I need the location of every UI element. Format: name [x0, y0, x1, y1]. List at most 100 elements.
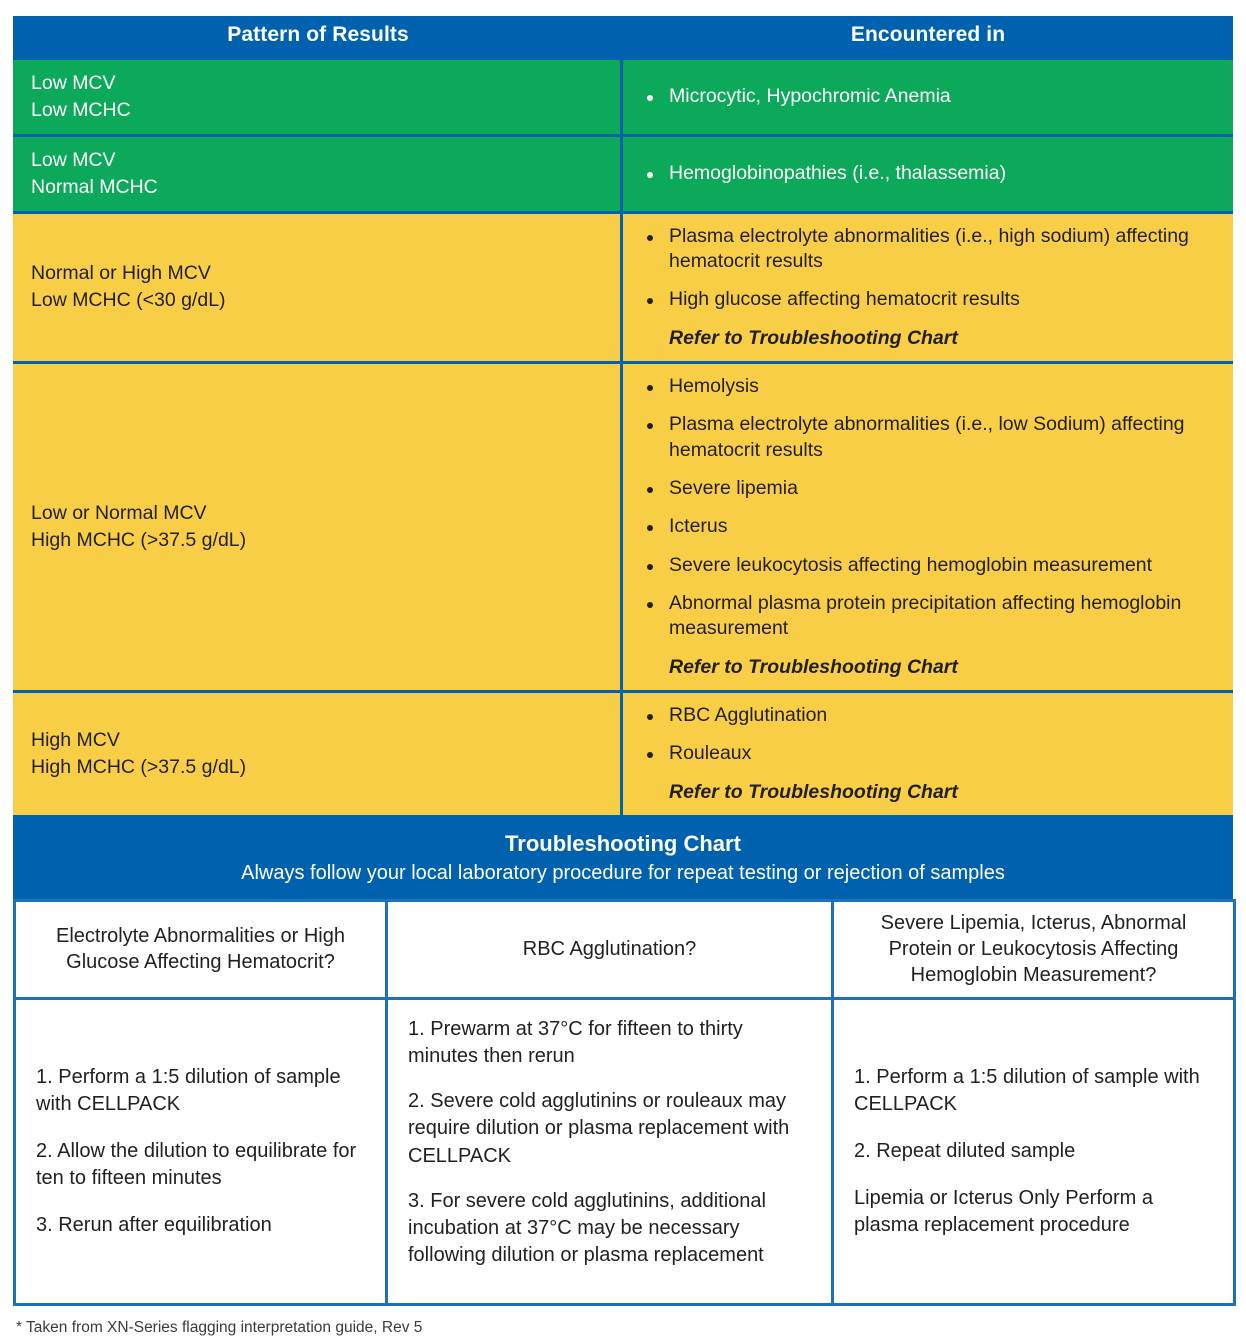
pattern-lines: Low or Normal MCV High MCHC (>37.5 g/dL)	[31, 500, 620, 554]
bullet-icon	[647, 601, 653, 608]
step-item: 1. Perform a 1:5 dilution of sample with…	[854, 1065, 1200, 1115]
step-list: 1. Perform a 1:5 dilution of sample with…	[36, 1064, 365, 1240]
pattern-cell: Normal or High MCV Low MCHC (<30 g/dL)	[13, 210, 623, 361]
refer-note: Refer to Troubleshooting Chart	[669, 780, 958, 803]
pattern-line: Low MCHC	[31, 98, 131, 121]
bullet-icon	[647, 384, 653, 391]
bullet-text: Abnormal plasma protein precipitation af…	[669, 592, 1182, 640]
table-row: 1. Perform a 1:5 dilution of sample with…	[13, 996, 1236, 1307]
pattern-line: Low MCV	[31, 148, 116, 171]
pattern-line: Low MCV	[31, 72, 116, 94]
step-item: 2. Severe cold agglutinins or rouleaux m…	[408, 1090, 790, 1167]
list-item: Plasma electrolyte abnormalities (i.e., …	[645, 224, 1223, 275]
table-row: High MCV High MCHC (>37.5 g/dL) RBC Aggl…	[13, 690, 1233, 819]
troubleshooting-table-head: Electrolyte Abnormalities or High Glucos…	[13, 898, 1236, 1000]
pattern-cell: Low MCV Normal MCHC	[13, 133, 623, 211]
bullet-text: Severe lipemia	[669, 477, 798, 500]
encountered-cell: Hemoglobinopathies (i.e., thalassemia)	[623, 133, 1233, 211]
table-row: Low MCV Low MCHC Microcytic, Hypochromic…	[13, 57, 1233, 134]
pattern-line: Normal MCHC	[31, 175, 158, 198]
list-item: Hemoglobinopathies (i.e., thalassemia)	[645, 161, 1223, 186]
list-item: High glucose affecting hematocrit result…	[645, 287, 1223, 312]
pattern-line: High MCHC (>37.5 g/dL)	[31, 756, 247, 779]
table-row: Low or Normal MCV High MCHC (>37.5 g/dL)…	[13, 361, 1233, 691]
encountered-cell: Microcytic, Hypochromic Anemia	[623, 57, 1233, 134]
column-header-encountered-in: Encountered in	[623, 16, 1233, 57]
list-item: Severe lipemia	[645, 476, 1223, 501]
encountered-cell: Hemolysis Plasma electrolyte abnormaliti…	[623, 361, 1233, 691]
list-item: Icterus	[645, 514, 1223, 539]
step-item: 2. Allow the dilution to equilibrate for…	[36, 1139, 357, 1190]
column-header-pattern-of-results: Pattern of Results	[13, 16, 623, 57]
pattern-line: Normal or High MCV	[31, 262, 211, 285]
bullet-text: Severe leukocytosis affecting hemoglobin…	[669, 553, 1153, 576]
encountered-bullet-list: Microcytic, Hypochromic Anemia	[645, 84, 1223, 109]
pattern-table-head: Pattern of Results Encountered in	[13, 16, 1233, 57]
troubleshooting-column-header-electrolyte: Electrolyte Abnormalities or High Glucos…	[13, 898, 388, 1000]
pattern-lines: High MCV High MCHC (>37.5 g/dL)	[31, 727, 620, 781]
pattern-of-results-table: Pattern of Results Encountered in Low MC…	[13, 16, 1233, 819]
pattern-lines: Low MCV Low MCHC	[31, 70, 620, 124]
refer-note: Refer to Troubleshooting Chart	[669, 326, 958, 349]
troubleshooting-banner: Troubleshooting Chart Always follow your…	[13, 818, 1233, 899]
bullet-icon	[647, 525, 653, 532]
list-item: Hemolysis	[645, 374, 1223, 399]
list-item: Microcytic, Hypochromic Anemia	[645, 84, 1223, 109]
troubleshooting-steps-hemoglobin: 1. Perform a 1:5 dilution of sample with…	[831, 996, 1236, 1307]
step-item: 2. Repeat diluted sample	[854, 1139, 1076, 1162]
flagging-interpretation-sheet: Pattern of Results Encountered in Low MC…	[13, 16, 1236, 1336]
troubleshooting-table: Electrolyte Abnormalities or High Glucos…	[13, 898, 1236, 1307]
list-item: Plasma electrolyte abnormalities (i.e., …	[645, 412, 1223, 463]
encountered-bullet-list: Hemolysis Plasma electrolyte abnormaliti…	[645, 374, 1223, 642]
bullet-icon	[647, 563, 653, 570]
bullet-text: RBC Agglutination	[669, 704, 828, 727]
source-footnote: * Taken from XN-Series flagging interpre…	[16, 1319, 423, 1337]
encountered-bullet-list: Plasma electrolyte abnormalities (i.e., …	[645, 224, 1223, 313]
bullet-icon	[647, 752, 653, 759]
list-item: Rouleaux	[645, 741, 1223, 766]
troubleshooting-table-body: 1. Perform a 1:5 dilution of sample with…	[13, 996, 1236, 1307]
bullet-text: Microcytic, Hypochromic Anemia	[669, 85, 951, 108]
step-item: 1. Prewarm at 37°C for fifteen to thirty…	[408, 1017, 743, 1067]
bullet-text: Hemoglobinopathies (i.e., thalassemia)	[669, 162, 1007, 185]
bullet-icon	[647, 298, 653, 305]
bullet-text: Hemolysis	[669, 375, 759, 397]
bullet-text: Plasma electrolyte abnormalities (i.e., …	[669, 224, 1189, 272]
pattern-line: Low or Normal MCV	[31, 502, 207, 525]
bullet-icon	[647, 95, 653, 102]
list-item: Severe leukocytosis affecting hemoglobin…	[645, 553, 1223, 578]
encountered-cell: RBC Agglutination Rouleaux Refer to Trou…	[623, 690, 1233, 819]
step-item: 3. For severe cold agglutinins, addition…	[408, 1189, 766, 1267]
bullet-text: Rouleaux	[669, 742, 752, 765]
pattern-cell: Low or Normal MCV High MCHC (>37.5 g/dL)	[13, 361, 623, 691]
refer-note: Refer to Troubleshooting Chart	[669, 655, 958, 678]
bullet-text: Icterus	[669, 515, 728, 538]
step-item: 1. Perform a 1:5 dilution of sample with…	[36, 1065, 341, 1115]
encountered-cell: Plasma electrolyte abnormalities (i.e., …	[623, 210, 1233, 361]
pattern-line: Low MCHC (<30 g/dL)	[31, 289, 226, 312]
pattern-table-body: Low MCV Low MCHC Microcytic, Hypochromic…	[13, 57, 1233, 819]
troubleshooting-header-row: Electrolyte Abnormalities or High Glucos…	[13, 898, 1236, 1000]
bullet-icon	[647, 171, 653, 178]
pattern-line: High MCHC (>37.5 g/dL)	[31, 529, 247, 552]
pattern-lines: Normal or High MCV Low MCHC (<30 g/dL)	[31, 260, 620, 314]
bullet-icon	[647, 714, 653, 720]
pattern-cell: High MCV High MCHC (>37.5 g/dL)	[13, 690, 623, 819]
list-item: RBC Agglutination	[645, 703, 1223, 728]
encountered-bullet-list: RBC Agglutination Rouleaux	[645, 703, 1223, 767]
list-item: Abnormal plasma protein precipitation af…	[645, 591, 1223, 642]
table-row: Normal or High MCV Low MCHC (<30 g/dL) P…	[13, 210, 1233, 361]
bullet-text: Plasma electrolyte abnormalities (i.e., …	[669, 413, 1185, 461]
troubleshooting-subtitle: Always follow your local laboratory proc…	[241, 861, 1005, 884]
table-row: Low MCV Normal MCHC Hemoglobinopathies (…	[13, 133, 1233, 211]
troubleshooting-column-header-hemoglobin: Severe Lipemia, Icterus, Abnormal Protei…	[831, 898, 1236, 1000]
pattern-cell: Low MCV Low MCHC	[13, 57, 623, 134]
bullet-icon	[647, 486, 653, 493]
pattern-line: High MCV	[31, 729, 120, 752]
pattern-lines: Low MCV Normal MCHC	[31, 147, 620, 201]
step-list: 1. Prewarm at 37°C for fifteen to thirty…	[408, 1016, 811, 1270]
step-item: Lipemia or Icterus Only Perform a plasma…	[854, 1187, 1153, 1237]
bullet-icon	[647, 234, 653, 241]
encountered-bullet-list: Hemoglobinopathies (i.e., thalassemia)	[645, 161, 1223, 186]
troubleshooting-column-header-agglutination: RBC Agglutination?	[385, 898, 834, 1000]
